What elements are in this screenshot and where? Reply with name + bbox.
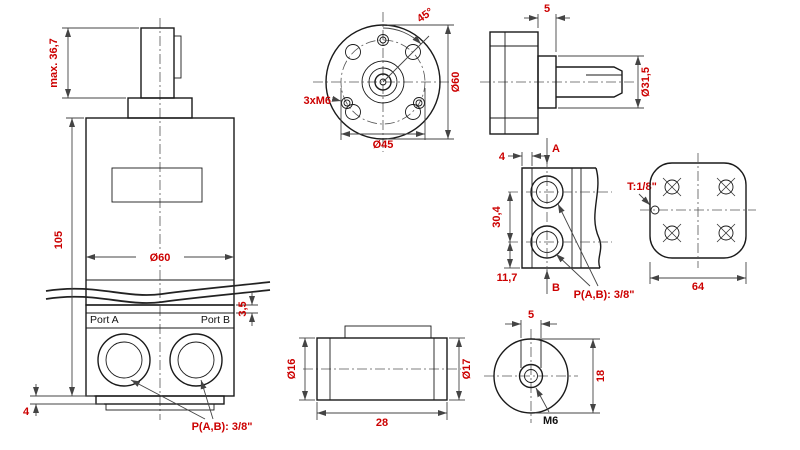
dim-base-thickness-label: 4 [23, 406, 30, 418]
port-section-view: 4 A 30,4 11,7 B P(A,B): 3/8" T:1/8" [491, 138, 657, 301]
wall-offset-label: 4 [499, 151, 506, 163]
thread-m6-label: M6 [543, 415, 558, 427]
port-b-arrow-label: B [552, 282, 560, 294]
boss-diameter-label: Ø31,5 [640, 67, 652, 97]
body-width-label: 64 [692, 281, 705, 293]
dim-body-diameter-label: Ø60 [150, 252, 171, 264]
port-a-arrow-label: A [552, 143, 560, 155]
cylinder-side-view: Ø16 Ø17 28 [286, 325, 473, 429]
end-outer-diameter-label: 18 [595, 370, 607, 382]
hydraulic-hose-1 [45, 281, 271, 296]
boss-width-label: 5 [544, 3, 550, 15]
dim-body-height-label: 105 [53, 231, 65, 249]
port-spacing-label: 30,4 [491, 205, 503, 227]
end-cap-view: 5 18 M6 [484, 309, 607, 427]
bolt-thread-label: 3xM6 [303, 95, 331, 107]
tank-thread-label: T:1/8" [627, 181, 657, 193]
dim-shaft-height-label: max. 36,7 [48, 38, 60, 88]
bolt-circle-diameter-label: Ø45 [373, 139, 394, 151]
dim-strip-thickness-label: 3,5 [237, 301, 249, 316]
port-a-label: Port A [90, 314, 119, 326]
key-width-label: 5 [528, 309, 534, 321]
cylinder-left-diameter-label: Ø16 [286, 359, 298, 380]
ports-thread-label-section: P(A,B): 3/8" [574, 289, 635, 301]
flange-front-view: 45° Ø60 3xM6 Ø45 [303, 6, 462, 152]
port-b-label: Port B [201, 314, 230, 326]
ports-thread-label: P(A,B): 3/8" [192, 421, 253, 433]
hydraulic-hose-2 [45, 289, 271, 304]
cylinder-right-diameter-label: Ø17 [461, 359, 473, 380]
cylinder-length-label: 28 [376, 417, 388, 429]
bottom-offset-label: 11,7 [497, 272, 518, 284]
flange-side-view: 5 Ø31,5 [480, 3, 652, 135]
front-view: max. 36,7 105 Ø60 3,5 4 Port A Port B P(… [23, 18, 271, 433]
angle-45-label: 45° [415, 6, 436, 25]
motor-back-view: 64 [640, 153, 756, 293]
flange-outer-diameter-label: Ø60 [450, 72, 462, 93]
